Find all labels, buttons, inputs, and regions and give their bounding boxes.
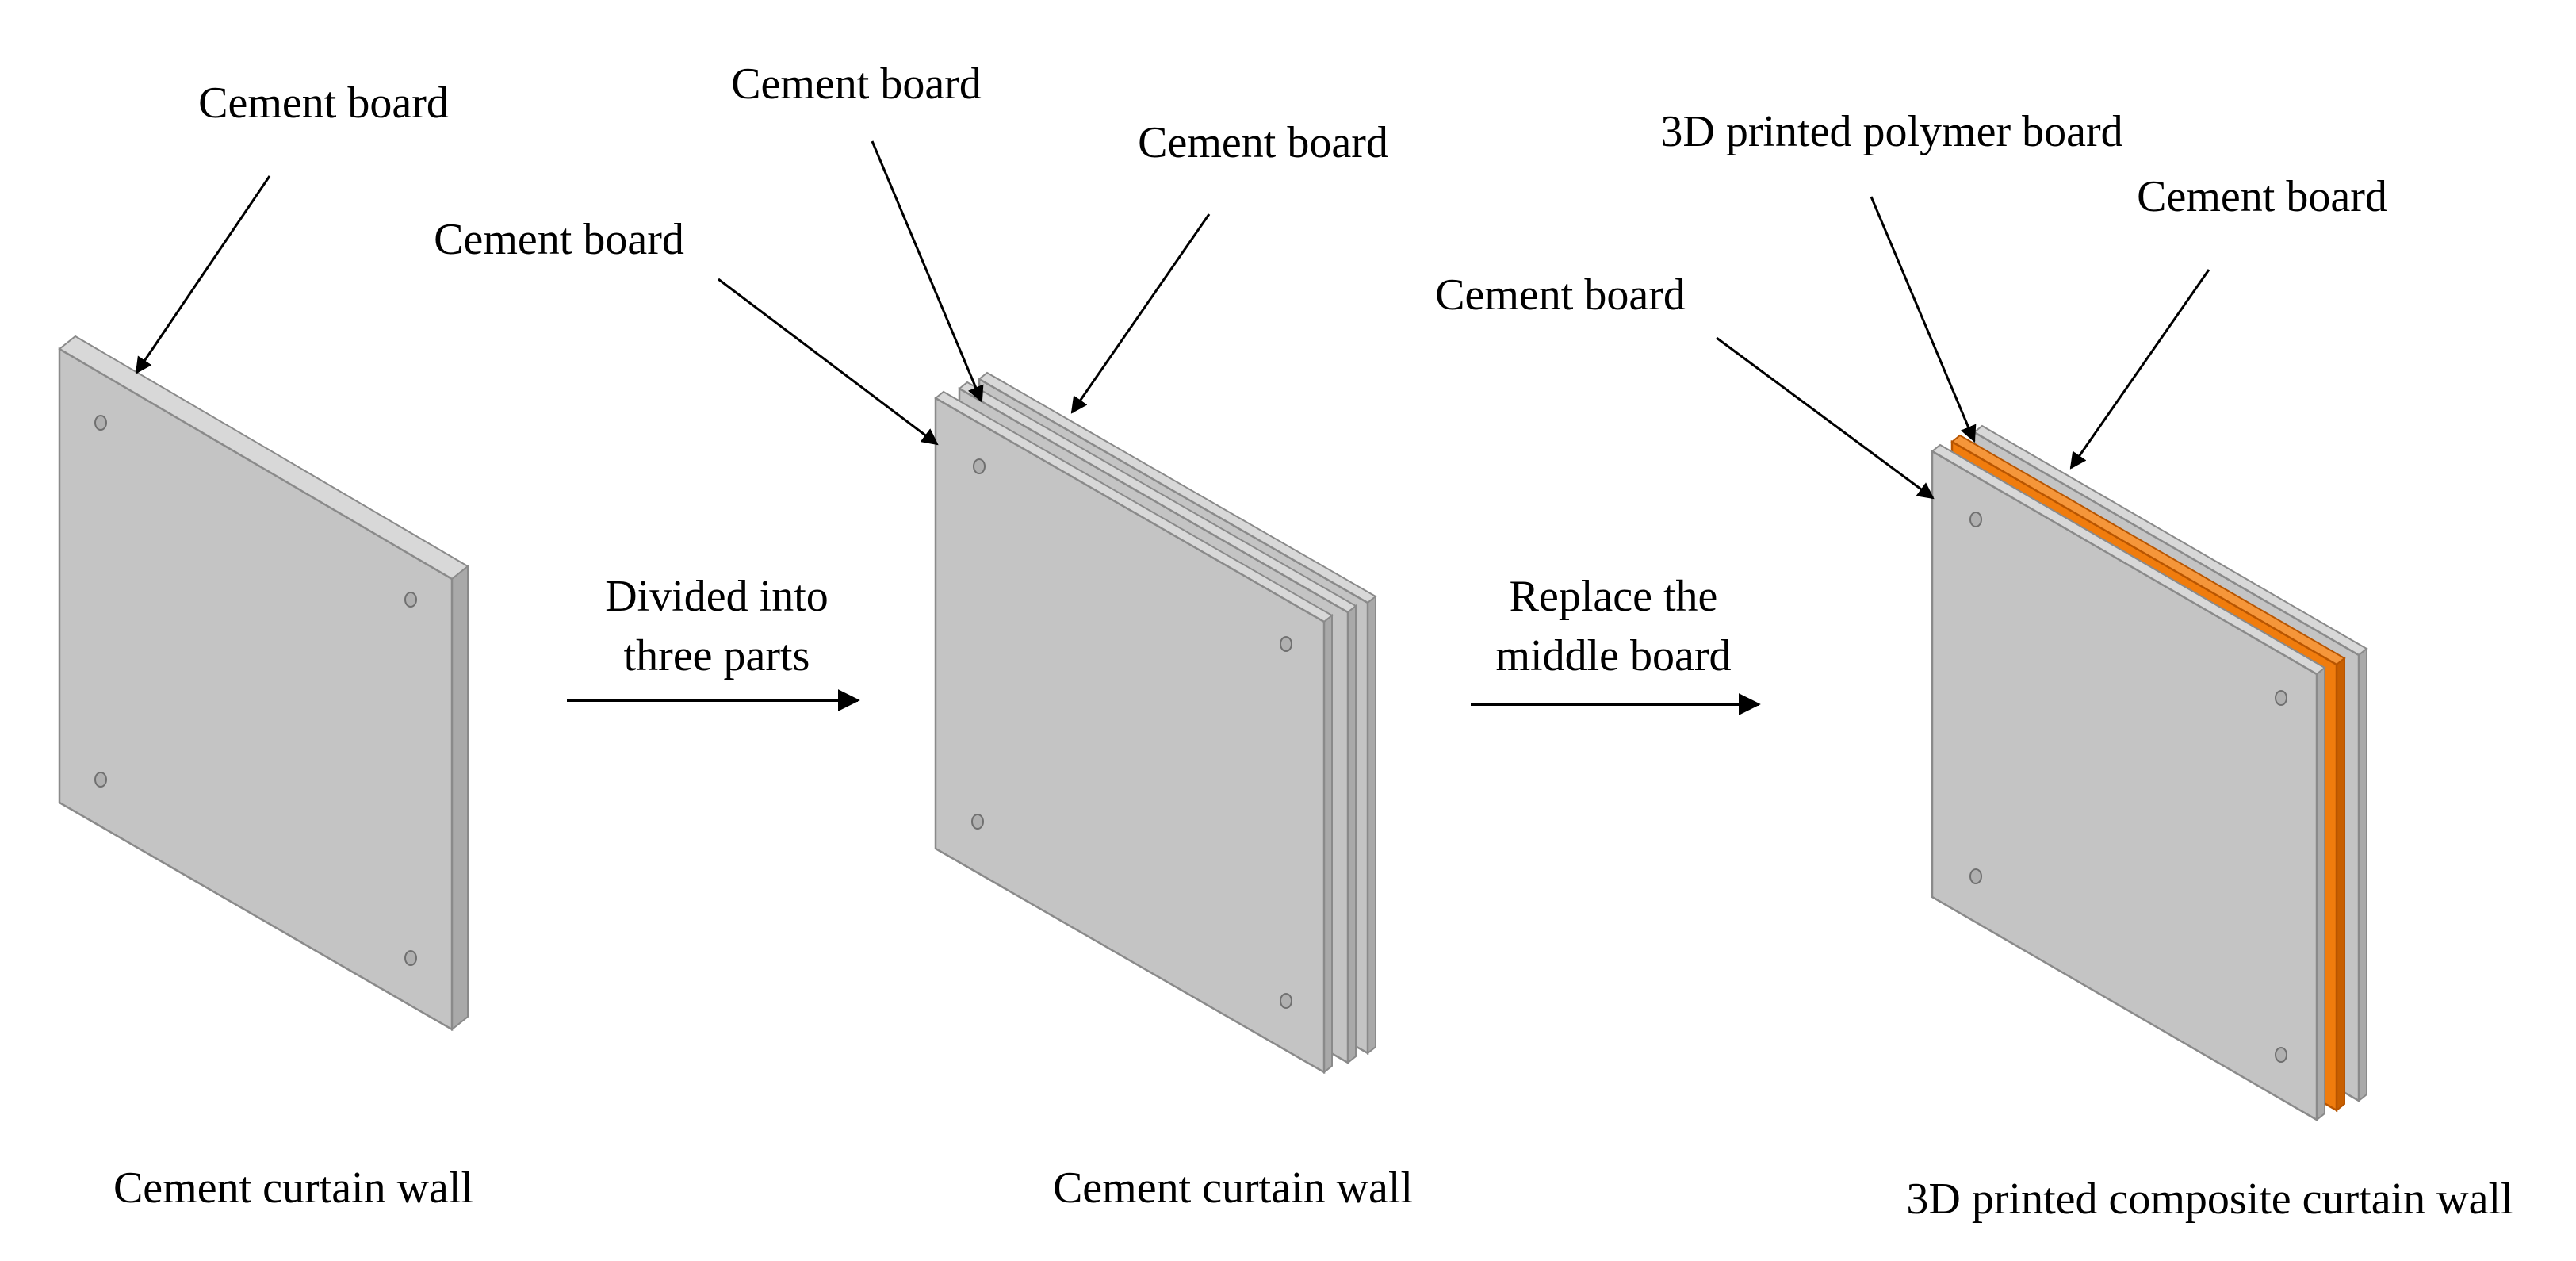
bolt-hole	[971, 814, 984, 830]
step-replace-line-2: middle board	[1495, 631, 1731, 680]
board-face	[58, 347, 454, 1032]
bolt-hole	[973, 458, 986, 474]
board-side-edge	[1367, 594, 1376, 1056]
caption-wall-2: Cement curtain wall	[1053, 1163, 1413, 1213]
step-divide: Divided into three parts	[567, 572, 860, 711]
label-cement-board-left: Cement board	[434, 215, 684, 264]
leader-arrow	[871, 140, 984, 403]
wall-1-cement-curtain-wall: Cement board Cement curtain wall	[58, 79, 473, 1213]
wall-3-front-board	[1931, 443, 2326, 1122]
leader-arrow	[718, 278, 939, 446]
leader-arrow	[1716, 336, 1935, 500]
board-side-edge	[1323, 613, 1333, 1075]
board-face	[934, 396, 1326, 1075]
board-side-edge	[2316, 665, 2325, 1122]
label-cement-board-top: Cement board	[731, 59, 982, 109]
board-side-edge	[451, 564, 469, 1032]
bolt-hole	[2275, 690, 2287, 706]
label-polymer-board: 3D printed polymer board	[1660, 107, 2122, 156]
leader-arrow	[1870, 196, 1977, 443]
bolt-hole	[1969, 512, 1982, 527]
wall-2-cement-curtain-wall: Cement board Cement board Cement board C…	[434, 59, 1413, 1213]
bolt-hole	[404, 950, 417, 966]
leader-arrow	[2069, 269, 2210, 470]
board-face	[1931, 449, 2318, 1122]
label-cement-board-left: Cement board	[1435, 270, 1686, 320]
label-cement-board-right: Cement board	[1138, 118, 1388, 167]
caption-wall-1: Cement curtain wall	[113, 1163, 473, 1213]
bolt-hole	[94, 415, 107, 431]
caption-wall-3: 3D printed composite curtain wall	[1906, 1175, 2513, 1224]
step-replace: Replace the middle board	[1471, 572, 1761, 715]
wall-1-board	[58, 335, 469, 1032]
bolt-hole	[94, 772, 107, 788]
step-divide-line-2: three parts	[624, 631, 810, 680]
bolt-hole	[1280, 636, 1292, 652]
label-cement-board: Cement board	[198, 79, 449, 128]
bolt-hole	[1280, 993, 1292, 1009]
step-replace-line-1: Replace the	[1510, 572, 1718, 621]
bolt-hole	[2275, 1047, 2287, 1063]
leader-arrow	[135, 175, 271, 374]
label-cement-board-right: Cement board	[2137, 172, 2387, 221]
wall-3-composite-curtain-wall: 3D printed polymer board Cement board Ce…	[1435, 107, 2513, 1224]
leader-arrow	[1070, 213, 1211, 414]
wall-2-front-board	[934, 390, 1334, 1075]
polymer-board-side-edge	[2336, 656, 2345, 1113]
board-side-edge	[1347, 604, 1357, 1065]
bolt-hole	[1969, 868, 1982, 884]
step-divide-line-1: Divided into	[605, 572, 829, 621]
bolt-hole	[404, 592, 417, 608]
board-side-edge	[2358, 646, 2367, 1103]
